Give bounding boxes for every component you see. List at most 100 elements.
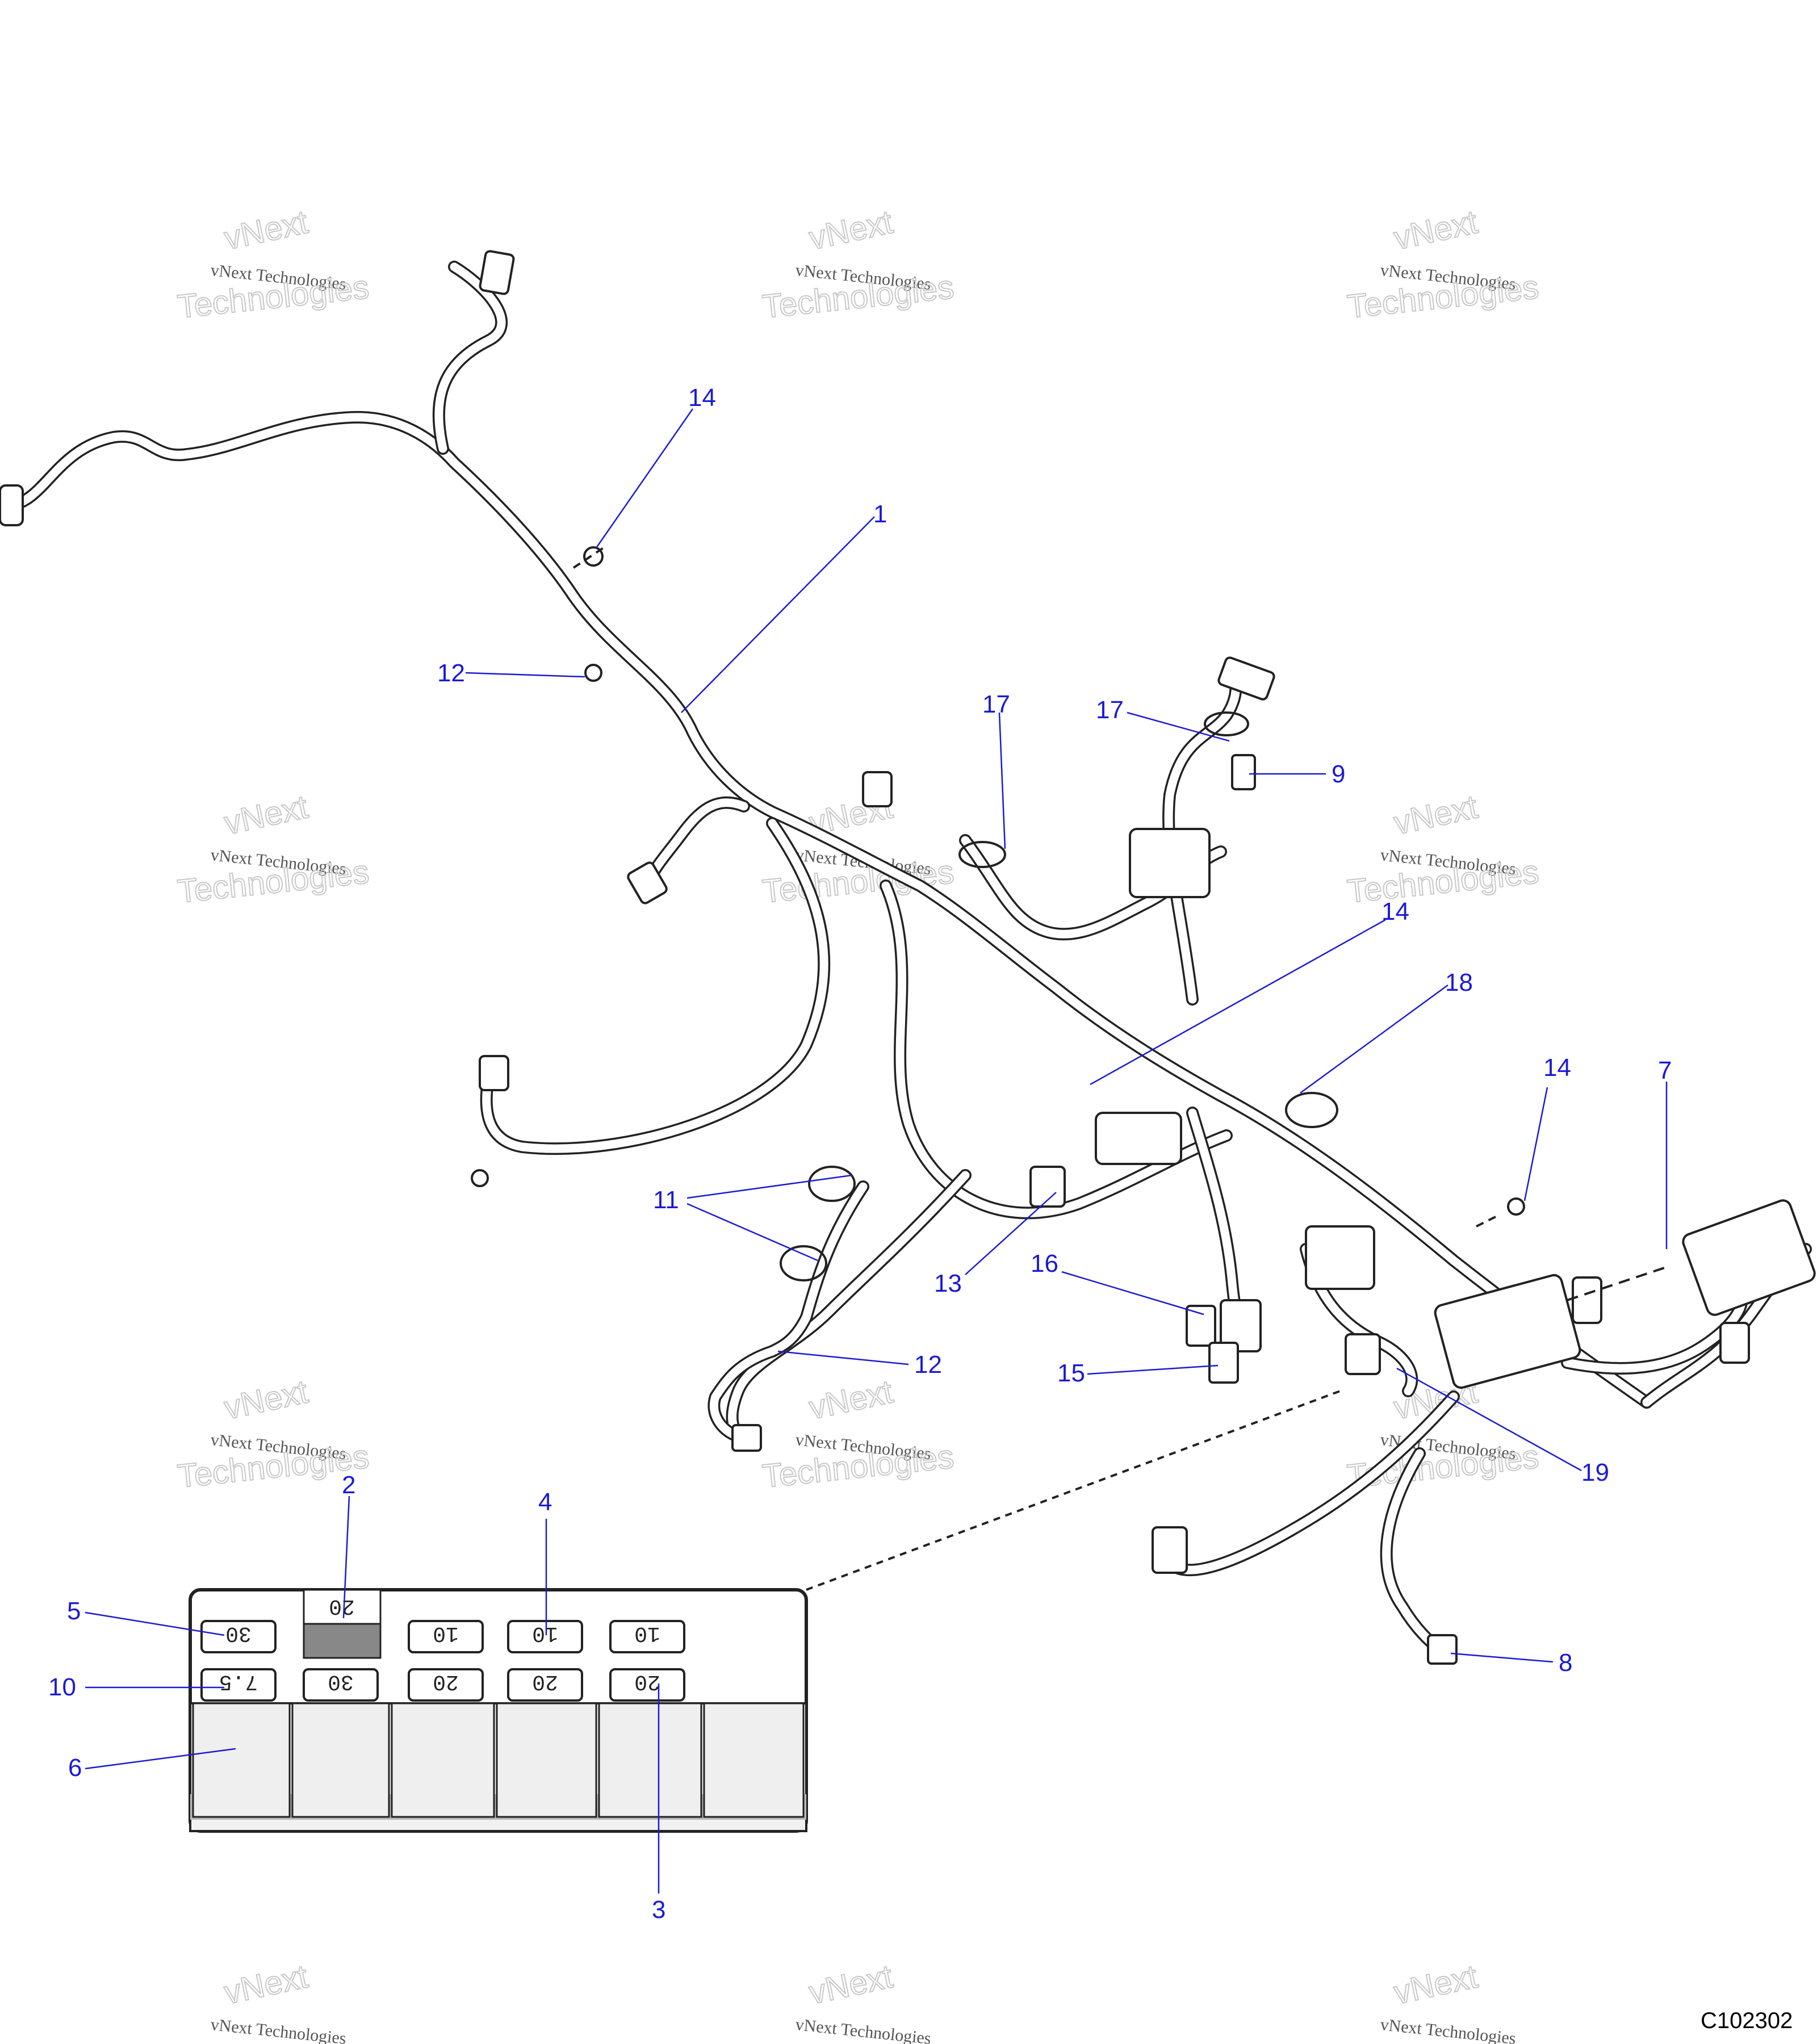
fuse-top-2: 20 [329, 1594, 355, 1618]
fuse-bottom-5-body [609, 1668, 685, 1702]
connector-top [479, 250, 515, 295]
connector-group [0, 250, 1816, 1665]
callout-10: 10 [48, 1673, 76, 1701]
connector-9 [1231, 754, 1256, 790]
connector-13 [1029, 1166, 1066, 1208]
leader-18 [1300, 984, 1448, 1094]
watermark: vNext vNext Technologies Technologies [1345, 788, 1542, 911]
connector-upper-center [862, 771, 893, 807]
fuse-bottom-3: 20 [433, 1669, 459, 1694]
callout-6: 6 [68, 1754, 82, 1782]
figure-code: C102302 [1701, 2008, 1793, 2033]
fuse-bottom-4-body [507, 1668, 583, 1702]
fuse-box-detail: 20 30 10 10 10 7.5 30 20 20 20 [189, 1390, 1341, 1833]
callout-12a: 12 [437, 659, 465, 687]
leader-13 [965, 1192, 1057, 1275]
connector-16 [1186, 1305, 1216, 1347]
fuse-top-1: 30 [225, 1621, 252, 1645]
watermark-line1: vNext [1391, 788, 1481, 841]
watermark-line1: vNext [1391, 203, 1481, 257]
fuse-top-1-body [200, 1620, 277, 1653]
callout-15: 15 [1057, 1359, 1085, 1387]
loop-18 [1285, 1092, 1338, 1128]
leader-15 [1087, 1364, 1219, 1375]
dash-ref-14a [572, 544, 609, 569]
leader-8 [1450, 1652, 1554, 1663]
watermark: vNext vNext Technologies Technologies [760, 203, 957, 326]
connector-branch [627, 861, 668, 904]
relay-6 [703, 1702, 805, 1818]
leader-16 [1061, 1271, 1204, 1316]
watermark-line2: vNext Technologies [794, 2015, 932, 2044]
detail-reference-line [806, 1390, 1341, 1591]
watermark-line2: vNext Technologies [210, 2015, 347, 2044]
watermark: vNext vNext Technologies [1379, 1957, 1517, 2044]
fuse-bottom-1: 7.5 [219, 1669, 258, 1694]
watermark-line1: vNext [221, 1373, 311, 1426]
connector-top-right [1217, 656, 1275, 701]
connector-far-right [1719, 1322, 1750, 1364]
connector-8 [1427, 1634, 1458, 1665]
leader-14b [1090, 919, 1386, 1086]
watermark-line1: vNext [806, 1373, 896, 1426]
leader-5 [85, 1611, 225, 1636]
leader-1 [681, 516, 875, 713]
fuse-bottom-5: 20 [634, 1669, 660, 1694]
connector-left-loop [479, 1055, 509, 1091]
fuse-top-3-body [408, 1620, 484, 1653]
connector-15 [1208, 1342, 1239, 1384]
callout-14b: 14 [1381, 898, 1409, 925]
clip-12a [584, 664, 602, 682]
watermark: vNext vNext Technologies Technologies [760, 1372, 957, 1496]
connector-left-end [0, 484, 24, 526]
leader-17a [998, 712, 1006, 849]
callout-16: 16 [1031, 1250, 1058, 1278]
leader-2 [342, 1496, 350, 1619]
fuse-box-on-harness [1434, 1274, 1581, 1389]
leader-17b [1127, 711, 1230, 742]
watermark: vNext vNext Technologies [210, 1957, 347, 2044]
leader-11a [686, 1174, 852, 1199]
watermark: vNext vNext Technologies Technologies [175, 203, 372, 326]
watermark: vNext vNext Technologies Technologies [1345, 203, 1542, 326]
connector-19 [1345, 1333, 1381, 1375]
callout-9: 9 [1332, 760, 1345, 788]
callout-13: 13 [934, 1270, 962, 1297]
callout-17a: 17 [982, 690, 1010, 718]
callout-19: 19 [1581, 1459, 1609, 1486]
relay-1 [192, 1702, 291, 1818]
fuse-top-4-body [507, 1620, 583, 1653]
fuse-bottom-2: 30 [328, 1669, 354, 1694]
relay-5 [598, 1702, 702, 1818]
leader-19 [1396, 1367, 1582, 1472]
loop-17 [958, 841, 1006, 868]
fuse-top-5-body [609, 1620, 685, 1653]
fuse-slot-maxi-top [303, 1589, 382, 1625]
leader-12b [777, 1350, 909, 1366]
leader-14a [595, 408, 694, 548]
relay-2 [291, 1702, 390, 1818]
loop-11b [780, 1245, 827, 1281]
watermark-line1: vNext [221, 203, 311, 257]
callout-1: 1 [873, 500, 887, 528]
fuse-top-4: 10 [532, 1621, 558, 1645]
watermark-line1: vNext [806, 1958, 896, 2011]
fuse-bottom-3-body [408, 1668, 484, 1702]
connector-lower-center [1220, 1299, 1262, 1352]
module-7 [1682, 1199, 1816, 1316]
relay-cluster [1129, 828, 1211, 898]
fuse-top-5: 10 [634, 1621, 660, 1645]
watermark: vNext vNext Technologies Technologies [175, 788, 372, 911]
leader-12a [465, 672, 585, 678]
callout-2: 2 [342, 1471, 355, 1499]
loop-11a [808, 1166, 856, 1202]
leader-6 [85, 1748, 236, 1770]
callout-11: 11 [653, 1186, 679, 1214]
callout-18: 18 [1445, 969, 1473, 996]
callout-labels: 1 2 3 4 5 6 7 8 9 10 11 12 12 13 14 14 1… [48, 384, 1672, 1924]
clip-loose [471, 1169, 489, 1187]
fuse-bottom-2-body [303, 1668, 379, 1702]
callout-8: 8 [1559, 1649, 1572, 1677]
watermark-line1: vNext [1391, 1958, 1481, 2011]
